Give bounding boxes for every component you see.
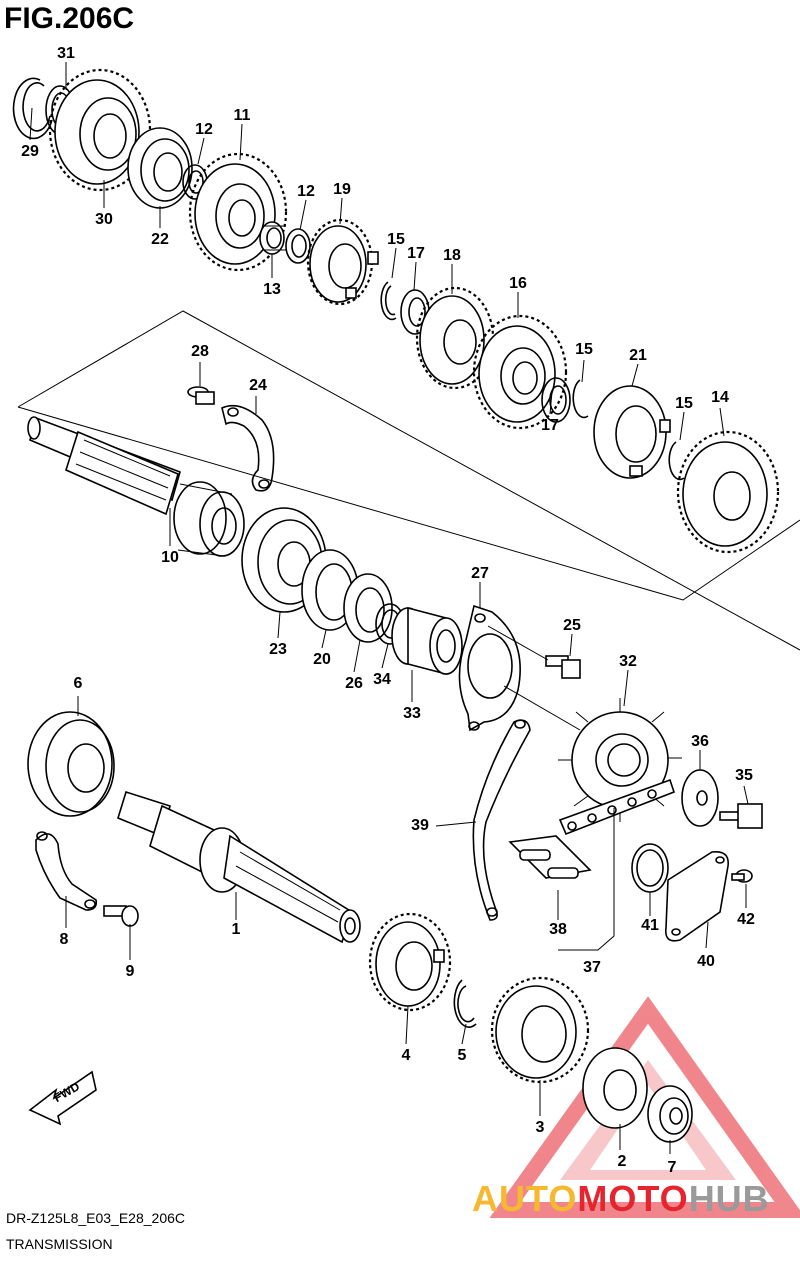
watermark-part-1: AUTO [472, 1178, 578, 1219]
part-11-gear [188, 152, 288, 272]
part-17-washer-b [541, 377, 571, 423]
part-3-gear [490, 976, 590, 1084]
callout-6: 6 [74, 675, 83, 692]
callout-30: 30 [95, 211, 113, 228]
shaft-group-outline-lower [17, 406, 800, 601]
callout-28: 28 [191, 343, 209, 360]
part-27-plate [458, 604, 521, 732]
callout-41: 41 [641, 917, 659, 934]
callout-15: 15 [675, 395, 693, 412]
part-19-gear [306, 218, 379, 306]
watermark-part-3: HUB [688, 1178, 770, 1219]
callout-33: 33 [403, 705, 421, 722]
callout-17: 17 [407, 245, 425, 262]
watermark-logo: AUTOMOTOHUB [472, 1178, 770, 1220]
part-33-spacer [391, 606, 463, 676]
callout-19: 19 [333, 181, 351, 198]
callout-39: 39 [411, 817, 429, 834]
part-4-gear [368, 912, 452, 1012]
callout-27: 27 [471, 565, 489, 582]
callout-8: 8 [60, 931, 69, 948]
callout-13: 13 [263, 281, 281, 298]
callout-7: 7 [668, 1159, 677, 1176]
part-12-washer-b [285, 228, 311, 264]
model-code: DR-Z125L8_E03_E28_206C [6, 1210, 186, 1226]
part-26-washer [343, 573, 393, 643]
part-15-circlip-a [380, 281, 397, 321]
part-1-driveshaft [117, 790, 361, 944]
callout-20: 20 [313, 651, 331, 668]
callout-14: 14 [711, 389, 729, 406]
callout-5: 5 [458, 1047, 467, 1064]
part-13-needle-bearing [259, 221, 286, 255]
callout-21: 21 [629, 347, 647, 364]
callout-32: 32 [619, 653, 637, 670]
callout-26: 26 [345, 675, 363, 692]
callout-29: 29 [21, 143, 39, 160]
leader-25 [487, 625, 549, 661]
callout-9: 9 [126, 963, 135, 980]
part-42-screw [731, 869, 753, 883]
part-22-bearing [127, 127, 193, 209]
callout-37: 37 [583, 959, 601, 976]
callout-4: 4 [402, 1047, 411, 1064]
callout-15: 15 [575, 341, 593, 358]
part-2-gear [582, 1047, 648, 1129]
leader-lines [29, 62, 749, 1154]
part-5-circlip [453, 979, 477, 1028]
callout-40: 40 [697, 953, 715, 970]
callout-2: 2 [618, 1153, 627, 1170]
watermark-part-2: MOTO [577, 1178, 689, 1219]
part-6-bearing [27, 711, 115, 817]
part-10-countershaft [27, 416, 245, 557]
part-40-cover [664, 850, 729, 942]
callout-10: 10 [161, 549, 179, 566]
leader-sprocket-axis [503, 685, 581, 731]
part-14-gear [676, 430, 780, 554]
callout-12: 12 [297, 183, 315, 200]
callout-36: 36 [691, 733, 709, 750]
callout-16: 16 [509, 275, 527, 292]
part-28-screw [187, 386, 215, 405]
part-29-circlip [12, 77, 53, 140]
callout-15: 15 [387, 231, 405, 248]
forward-arrow-icon: FWD [28, 1070, 97, 1126]
part-24-retainer [221, 404, 275, 492]
section-name: TRANSMISSION [6, 1236, 113, 1252]
callout-17: 17 [541, 417, 559, 434]
part-16-gear [472, 314, 568, 430]
figure-title: FIG.206C [4, 2, 135, 35]
callout-22: 22 [151, 231, 169, 248]
part-15-circlip-c [668, 441, 685, 481]
callout-24: 24 [249, 377, 267, 394]
callout-23: 23 [269, 641, 287, 658]
callout-35: 35 [735, 767, 753, 784]
part-39-chain-guide [472, 719, 531, 921]
callout-25: 25 [563, 617, 581, 634]
part-15-circlip-b [572, 379, 589, 419]
callout-18: 18 [443, 247, 461, 264]
part-9-screw [103, 905, 139, 927]
part-36-washer [681, 769, 719, 827]
callout-38: 38 [549, 921, 567, 938]
callout-31: 31 [57, 45, 75, 62]
shaft-group-outline [17, 310, 800, 651]
callout-1: 1 [232, 921, 241, 938]
part-41-o-ring [631, 843, 669, 893]
part-38-chain-joint [508, 835, 592, 879]
part-7-bearing [647, 1085, 693, 1143]
callout-42: 42 [737, 911, 755, 928]
part-37-chain [558, 778, 675, 836]
callout-34: 34 [373, 671, 391, 688]
callout-12: 12 [195, 121, 213, 138]
callout-3: 3 [536, 1119, 545, 1136]
part-25-bolt [545, 655, 581, 679]
part-21-gear [593, 385, 671, 479]
part-8-retainer [35, 831, 98, 911]
callout-11: 11 [234, 107, 251, 124]
part-35-bolt [719, 803, 763, 829]
